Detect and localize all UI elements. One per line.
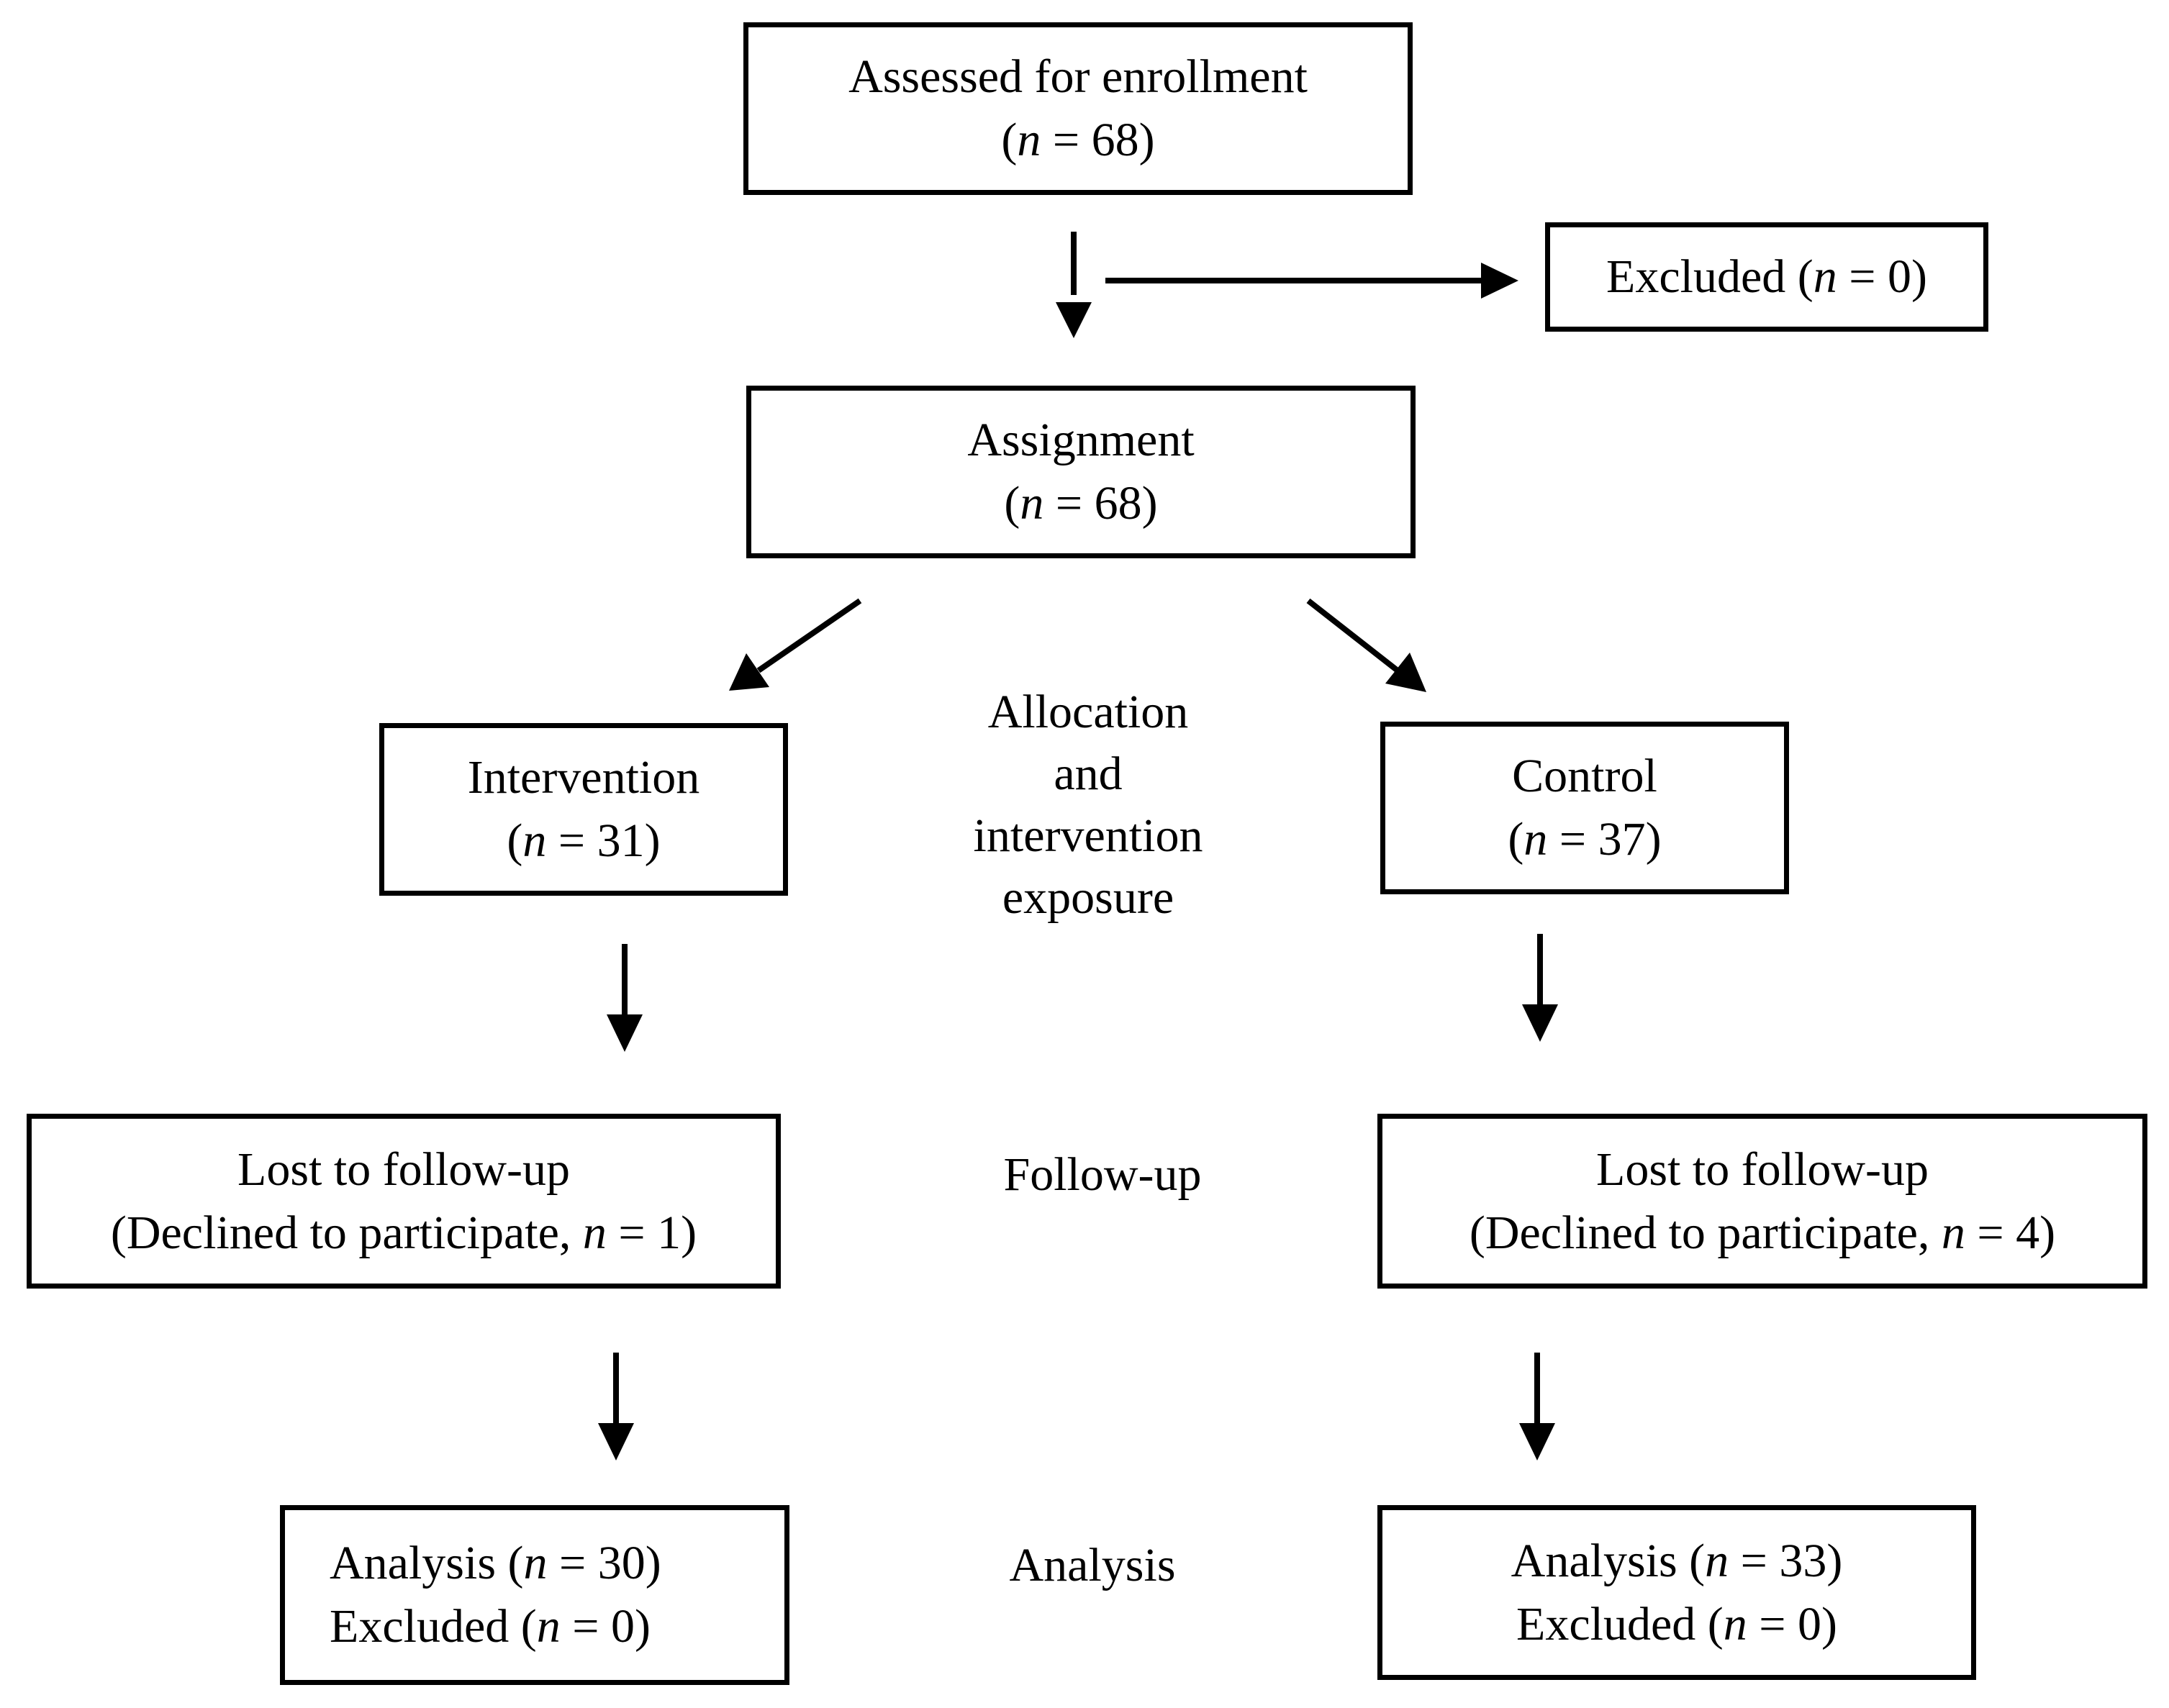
analysis-control-box: Analysis (n = 33) Excluded (n = 0): [1377, 1505, 1976, 1680]
analysis-control-excluded: Excluded (n = 0): [1516, 1597, 1837, 1650]
arrow-assignment-to-control: [1306, 598, 1400, 673]
stage-label-analysis: Analysis: [1009, 1539, 1176, 1591]
assignment-box: Assignment (n = 68): [746, 386, 1416, 558]
stage-label-allocation: Allocation and intervention exposure: [973, 686, 1203, 924]
lost-followup-intervention-box: Lost to follow-up (Declined to participa…: [27, 1114, 781, 1289]
lost-followup-control-detail: (Declined to participate, n = 4): [1469, 1206, 2056, 1259]
analysis-control-count: Analysis (n = 33): [1511, 1534, 1843, 1587]
stage-label-followup: Follow-up: [1003, 1148, 1202, 1201]
assignment-count: (n = 68): [1004, 477, 1158, 530]
arrowhead-lost-to-analysis-control: [1519, 1423, 1555, 1461]
enrollment-count: (n = 68): [1001, 114, 1155, 166]
arrowhead-enrollment-to-assignment: [1056, 302, 1092, 338]
arrowhead-control-to-lost: [1522, 1004, 1558, 1042]
analysis-intervention-box: Analysis (n = 30) Excluded (n = 0): [280, 1505, 789, 1685]
intervention-count: (n = 31): [507, 814, 661, 867]
control-title: Control: [1512, 750, 1657, 802]
arrowhead-assignment-to-control: [1385, 653, 1426, 692]
lost-followup-control-box: Lost to follow-up (Declined to participa…: [1377, 1114, 2147, 1289]
control-count: (n = 37): [1508, 813, 1662, 866]
arrow-assignment-to-intervention: [756, 598, 862, 673]
arrowhead-lost-to-analysis-intervention: [598, 1423, 634, 1461]
arrowhead-to-excluded: [1481, 263, 1518, 299]
excluded-label: Excluded (n = 0): [1606, 250, 1927, 303]
lost-followup-intervention-detail: (Declined to participate, n = 1): [110, 1206, 697, 1259]
control-box: Control (n = 37): [1380, 722, 1789, 894]
arrowhead-assignment-to-intervention: [729, 653, 769, 691]
lost-followup-intervention-title: Lost to follow-up: [237, 1143, 570, 1196]
analysis-intervention-count: Analysis (n = 30): [330, 1537, 661, 1589]
intervention-box: Intervention (n = 31): [379, 723, 788, 896]
assignment-title: Assignment: [967, 414, 1195, 466]
lost-followup-control-title: Lost to follow-up: [1596, 1143, 1929, 1196]
enrollment-title: Assessed for enrollment: [848, 50, 1308, 103]
analysis-intervention-excluded: Excluded (n = 0): [330, 1600, 651, 1653]
enrollment-box: Assessed for enrollment (n = 68): [743, 22, 1413, 195]
intervention-title: Intervention: [467, 751, 700, 804]
arrowhead-intervention-to-lost: [607, 1014, 643, 1052]
excluded-box: Excluded (n = 0): [1545, 222, 1988, 332]
